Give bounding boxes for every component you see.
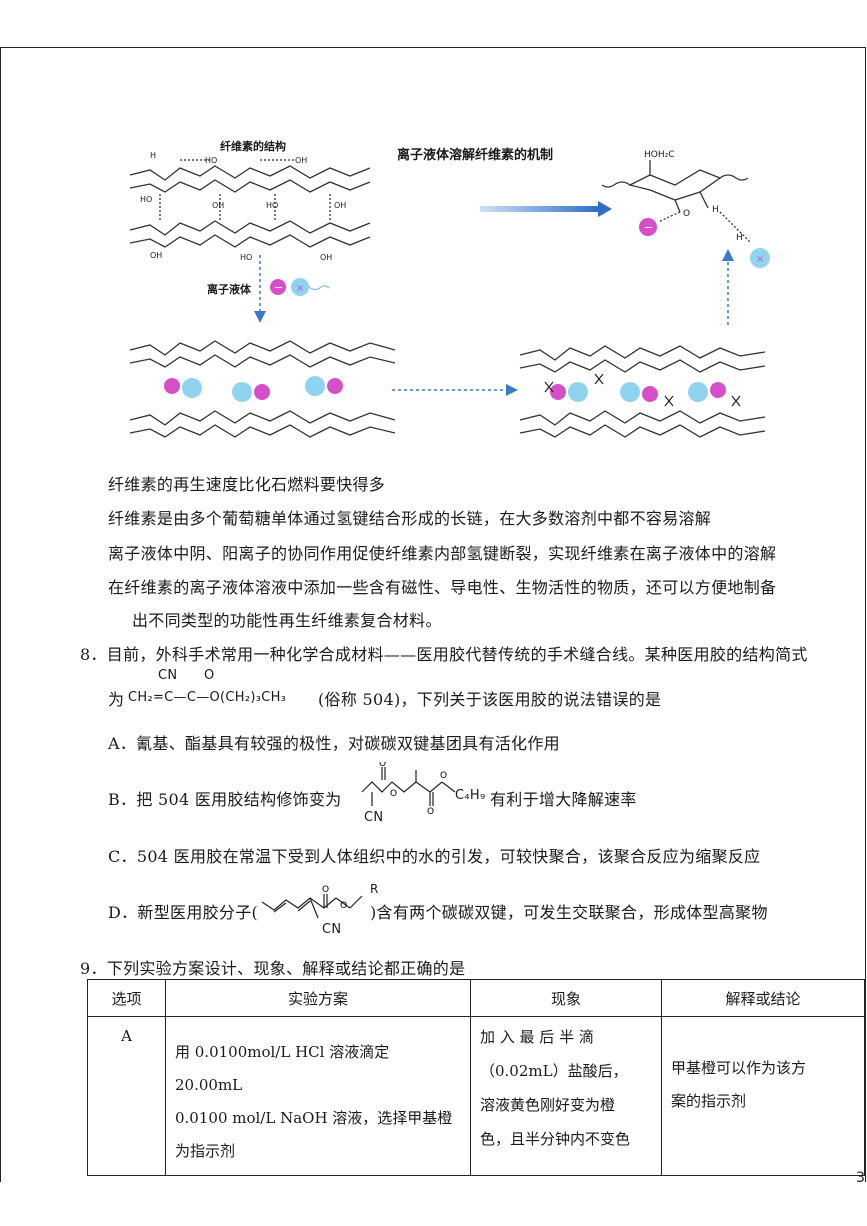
q7-option-b: 纤维素是由多个葡萄糖单体通过氢键结合形成的长链，在大多数溶剂中都不容易溶解 xyxy=(108,509,712,528)
row-plan: 用 0.0100mol/L HCl 溶液滴定 20.00mL 0.0100 mo… xyxy=(165,1016,471,1176)
svg-text:H: H xyxy=(150,151,156,160)
svg-text:O: O xyxy=(340,901,347,911)
page-border xyxy=(0,47,866,1182)
svg-text:×: × xyxy=(296,283,304,294)
svg-text:O: O xyxy=(440,771,447,781)
cellulose-structure-top xyxy=(129,159,371,248)
svg-text:OH: OH xyxy=(334,201,346,210)
svg-text:H: H xyxy=(712,205,719,215)
q8-option-c: C．504 医用胶在常温下受到人体组织中的水的引发，可较快聚合，该聚合反应为缩聚… xyxy=(108,847,761,866)
cellulose-disrupted xyxy=(519,345,766,438)
structure-b: O O O O xyxy=(361,762,456,817)
structure-b-c4h9: C₄H₉ xyxy=(455,788,486,803)
svg-text:OH: OH xyxy=(320,253,332,262)
anion-icon xyxy=(270,279,286,295)
svg-text:×: × xyxy=(756,254,764,265)
header-option: 选项 xyxy=(87,979,166,1017)
svg-text:−: − xyxy=(274,281,283,294)
ions-right xyxy=(550,382,726,402)
q8-option-b-post: 有利于增大降解速率 xyxy=(490,790,637,809)
svg-text:O: O xyxy=(379,762,386,769)
page-number: 3 xyxy=(856,1170,865,1186)
svg-text:O: O xyxy=(427,807,434,817)
q9-stem: 9．下列实验方案设计、现象、解释或结论都正确的是 xyxy=(80,959,466,978)
svg-text:−: − xyxy=(644,221,653,234)
row-conclusion: 甲基橙可以作为该方 案的指示剂 xyxy=(661,1016,865,1176)
experiment-table: 选项 实验方案 现象 解释或结论 A 用 0.0100mol/L HCl 溶液滴… xyxy=(87,979,865,1176)
svg-text:O: O xyxy=(683,209,690,219)
q7-option-c: 离子液体中阴、阳离子的协同作用促使纤维素内部氢键断裂，实现纤维素在离子液体中的溶… xyxy=(108,544,777,563)
formula-cn: CN xyxy=(158,668,178,683)
header-conclusion: 解释或结论 xyxy=(661,979,865,1017)
anion-icon xyxy=(639,218,657,236)
svg-text:HO: HO xyxy=(240,253,252,262)
formula-main: CH₂=C—C—O(CH₂)₃CH₃ xyxy=(128,690,287,705)
q7-option-a: 纤维素的再生速度比化石燃料要快得多 xyxy=(108,475,386,494)
table-row: A 用 0.0100mol/L HCl 溶液滴定 20.00mL 0.0100 … xyxy=(87,1016,865,1176)
formula-o: O xyxy=(204,668,215,683)
label-ionic-liquid: 离子液体 xyxy=(207,283,251,296)
row-phenomenon: 加 入 最 后 半 滴 （0.02mL）盐酸后， 溶液黄色刚好变为橙 色，且半分… xyxy=(470,1016,662,1176)
oh-labels-top: H HO OH HO OH HO OH OH HO OH xyxy=(140,151,346,262)
q8-option-d-pre: D．新型医用胶分子( xyxy=(108,903,259,922)
row-option: A xyxy=(87,1016,166,1176)
cation-icon xyxy=(291,278,309,296)
structure-d-cn: CN xyxy=(322,922,342,937)
structure-b-cn: CN xyxy=(364,810,384,825)
svg-text:O: O xyxy=(390,789,397,799)
header-phenomenon: 现象 xyxy=(470,979,662,1017)
label-cellulose-structure: 纤维素的结构 xyxy=(220,140,286,153)
q8-option-b-pre: B．把 504 医用胶结构修饰变为 xyxy=(108,790,342,809)
table-header-row: 选项 实验方案 现象 解释或结论 xyxy=(87,979,865,1017)
svg-text:HO: HO xyxy=(140,195,152,204)
ions-left xyxy=(164,376,343,402)
q7-option-d-cont: 出不同类型的功能性再生纤维素复合材料。 xyxy=(132,611,442,630)
svg-text:O: O xyxy=(322,885,329,895)
header-plan: 实验方案 xyxy=(165,979,471,1017)
svg-text:OH: OH xyxy=(150,251,162,260)
q8-stem: 8．目前，外科手术常用一种化学合成材料——医用胶代替传统的手术缝合线。某种医用胶… xyxy=(80,645,808,664)
label-hoh2c: HOH₂C xyxy=(644,150,675,160)
svg-text:OH: OH xyxy=(295,156,307,165)
dissolved-glucose xyxy=(601,160,751,243)
q8-option-a: A．氰基、酯基具有较强的极性，对碳碳双键基团具有活化作用 xyxy=(108,734,560,753)
svg-text:HO: HO xyxy=(205,156,217,165)
q8-prefix: 为 xyxy=(108,690,125,709)
cellulose-with-ions xyxy=(129,340,396,438)
structure-d: O O xyxy=(261,885,363,919)
cation-icon xyxy=(750,248,770,268)
structure-d-r: R xyxy=(370,882,379,896)
q8-suffix: (俗称 504)，下列关于该医用胶的说法错误的是 xyxy=(318,690,662,709)
figure-title: 离子液体溶解纤维素的机制 xyxy=(397,148,554,163)
broken-bond-marks xyxy=(544,373,741,407)
svg-text:HO: HO xyxy=(266,201,278,210)
q8-option-d-post: )含有两个碳碳双键，可发生交联聚合，形成体型高聚物 xyxy=(370,903,768,922)
svg-text:H: H xyxy=(736,233,743,243)
svg-text:OH: OH xyxy=(212,201,224,210)
q7-option-d: 在纤维素的离子液体溶液中添加一些含有磁性、导电性、生物活性的物质，还可以方便地制… xyxy=(108,578,777,597)
